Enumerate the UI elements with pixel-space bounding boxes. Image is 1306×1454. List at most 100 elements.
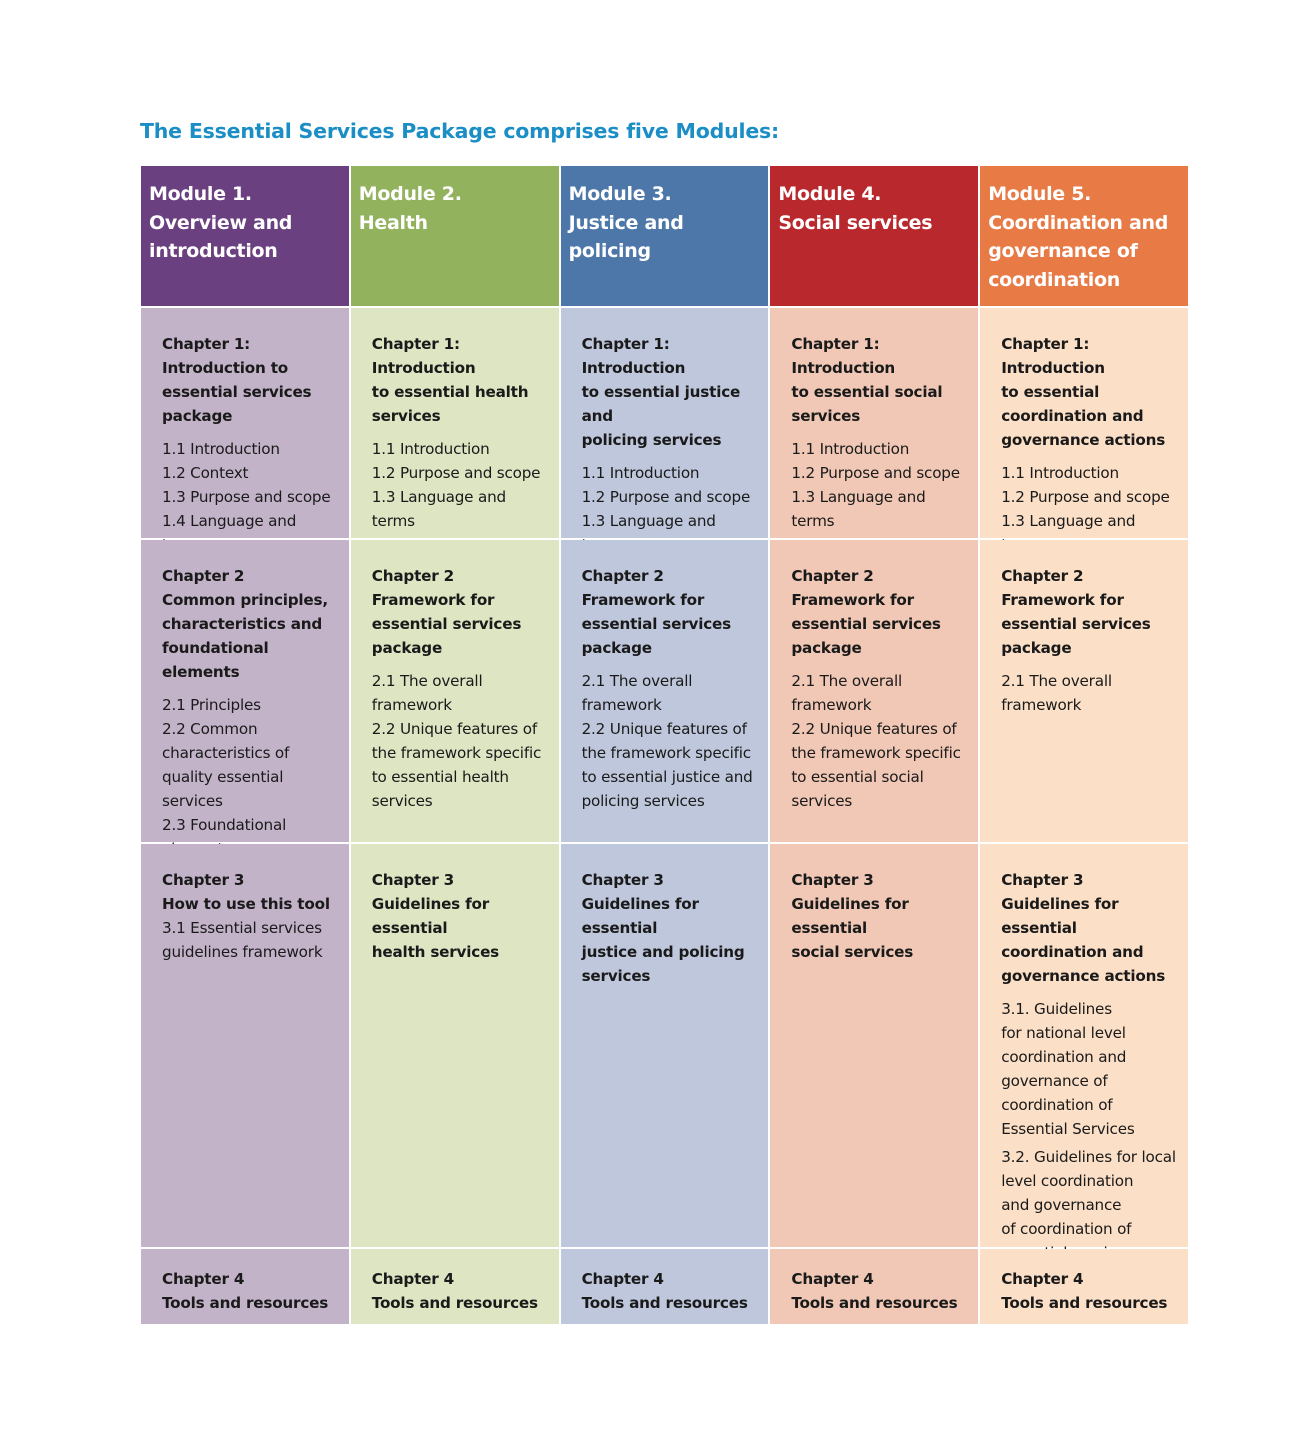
module-4-header: Module 4.Social services xyxy=(770,166,979,306)
chapter-section: 2.1 Principles xyxy=(162,693,341,717)
text-line: Framework for xyxy=(791,591,914,609)
module-3-chapter-4: Chapter 4 Tools and resources xyxy=(560,1249,769,1324)
text-line: the framework specific xyxy=(581,744,752,762)
chapter-title: Chapter 4 Tools and resources xyxy=(582,1267,761,1315)
text-line: 2.2 Unique features of xyxy=(581,720,747,738)
text-line: 1.1 Introduction xyxy=(371,440,490,458)
text-line: How to use this tool xyxy=(162,895,330,913)
text-line: coordination and xyxy=(1001,407,1144,425)
text-line: Overview and xyxy=(149,211,293,234)
text-line: Health xyxy=(358,211,428,234)
chapter-section: 1.2 Purpose and scope xyxy=(1001,485,1180,509)
text-line: 3.2. Guidelines for local xyxy=(1001,1148,1176,1166)
text-line: 2.2 Unique features of xyxy=(371,720,537,738)
text-line: Tools and resources xyxy=(162,1294,329,1312)
text-line: to essential health xyxy=(371,768,509,786)
chapter-section: 1.1 Introduction xyxy=(372,437,551,461)
text-line: health services xyxy=(371,943,500,961)
text-line: introduction xyxy=(149,240,278,262)
text-line: to essential social xyxy=(791,383,943,401)
text-line: 2.1 The overall xyxy=(581,672,693,690)
text-line: coordination xyxy=(988,268,1120,291)
text-line: characteristics and xyxy=(162,615,323,633)
text-line: coordination and xyxy=(1001,1048,1127,1066)
text-line: essential services xyxy=(1001,615,1151,633)
chapter-section: 1.1 Introduction xyxy=(1001,461,1180,485)
text-line: 3.1 Essential services xyxy=(162,919,322,937)
text-line: essential services xyxy=(162,383,312,401)
text-line: Chapter 1: Introduction xyxy=(371,335,476,377)
text-line: 2.1 The overall xyxy=(1001,672,1112,690)
chapter-section: 2.2 Unique features of the framework spec… xyxy=(582,717,761,813)
chapter-section: 1.3 Language and terms xyxy=(372,485,551,533)
text-line: Tools and resources xyxy=(371,1294,538,1312)
text-line: Guidelines for essential xyxy=(791,895,909,937)
text-line: governance actions xyxy=(1001,967,1166,985)
module-1-chapter-2: Chapter 2 Common principles, characteristi… xyxy=(141,540,349,858)
text-line: Common principles, xyxy=(162,591,328,609)
chapter-section: 1.2 Purpose and scope xyxy=(791,461,970,485)
text-line: for national level xyxy=(1001,1024,1126,1042)
text-line: Module 2. xyxy=(358,183,462,205)
text-line: 2.3 Foundational xyxy=(162,816,287,834)
text-line: Module 1. xyxy=(149,183,252,205)
text-line: Guidelines for essential xyxy=(371,895,490,937)
text-line: 1.2 Purpose and scope xyxy=(791,464,960,482)
module-2-header: Module 2. Health xyxy=(350,166,559,306)
text-line: essential services xyxy=(791,615,941,633)
text-line: services xyxy=(162,792,223,810)
text-line: Framework for xyxy=(371,591,495,609)
text-line: services xyxy=(371,407,441,425)
text-line: services xyxy=(791,792,853,810)
text-line: 1.2 Purpose and scope xyxy=(581,488,751,506)
text-line: 1.1 Introduction xyxy=(791,440,910,458)
chapter-section: 1.1 Introduction xyxy=(791,437,970,461)
text-line: Chapter 2 xyxy=(371,567,454,585)
text-line: Tools and resources xyxy=(581,1294,748,1312)
text-line: the framework specific xyxy=(791,744,961,762)
text-line: Chapter 1: xyxy=(162,335,251,353)
modules-table: Module 1. Overview and introduction Module … xyxy=(141,166,1188,1324)
text-line: services xyxy=(371,792,433,810)
text-line: 1.1 Introduction xyxy=(1001,464,1119,482)
text-line: 2.1 The overall xyxy=(791,672,903,690)
text-line: framework xyxy=(581,696,662,714)
text-line: essential services xyxy=(581,615,732,633)
text-line: 1.2 Context xyxy=(162,464,249,482)
text-line: to essential justice and xyxy=(581,768,753,786)
text-line: Chapter 2 xyxy=(581,567,664,585)
text-line: Module 5. xyxy=(988,183,1092,205)
text-line: Chapter 2 xyxy=(162,567,245,585)
text-line: Chapter 4 xyxy=(581,1270,664,1288)
text-line: Module 3. xyxy=(568,183,672,205)
chapter-section: 1.1 Introduction xyxy=(582,461,761,485)
chapter-section: 1.1 Introduction xyxy=(162,437,341,461)
text-line: Tools and resources xyxy=(791,1294,958,1312)
